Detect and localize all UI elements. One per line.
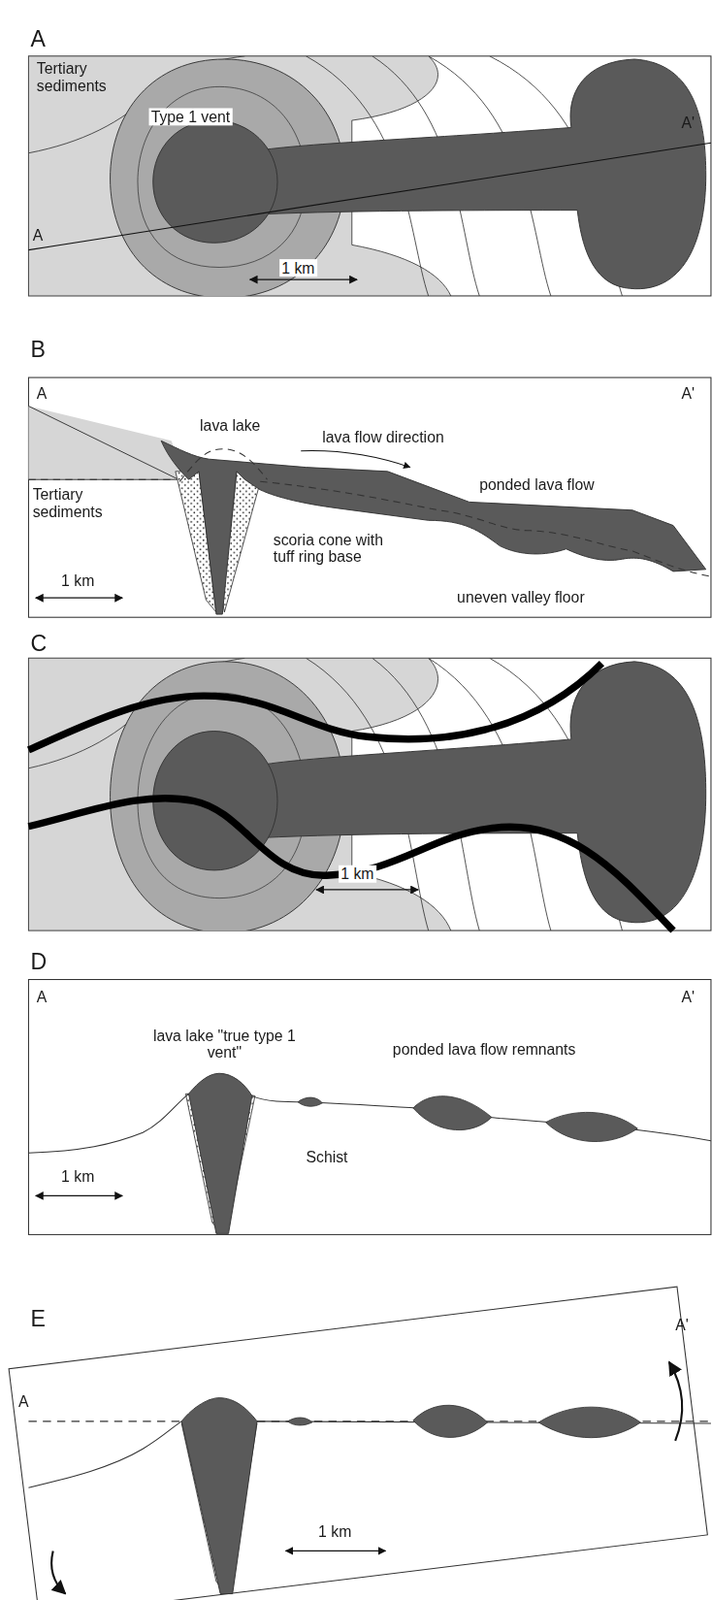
- flow-arrow: [300, 451, 411, 468]
- drawn-shape: [161, 440, 707, 615]
- drawn-shape: [189, 1072, 253, 1233]
- rotation-arrow: [51, 1550, 65, 1593]
- tilted-frame: [8, 1286, 708, 1600]
- scale-bar: [250, 279, 357, 281]
- drawn-shape: [181, 1397, 258, 1594]
- annotation-label: lava lake "true type 1 vent": [153, 1026, 296, 1062]
- annotation-label: uneven valley floor: [456, 588, 585, 607]
- drawn-shape: [255, 661, 707, 923]
- panel-letter: A: [31, 26, 46, 53]
- annotation-label: ponded lava flow: [479, 475, 594, 493]
- annotation-label: scoria cone with tuff ring base: [273, 530, 389, 566]
- annotation-label: Schist: [305, 1147, 348, 1166]
- valley-wall: [28, 663, 602, 750]
- annotation-label: Tertiary sediments: [36, 59, 130, 95]
- panel-letter: E: [31, 1305, 46, 1332]
- annotation-label: A': [680, 987, 695, 1005]
- annotation-label: 1 km: [61, 1166, 95, 1185]
- drawn-shape: [179, 449, 267, 483]
- panel-letter: B: [31, 336, 46, 363]
- annotation-label: 1 km: [338, 865, 376, 883]
- annotation-label: A': [675, 1316, 689, 1334]
- drawn-shape: [153, 120, 278, 243]
- annotation-label: lava lake: [199, 416, 260, 434]
- annotation-label: A: [32, 226, 44, 244]
- annotation-label: Type 1 vent: [149, 107, 233, 126]
- annotation-label: Tertiary sediments: [32, 485, 126, 521]
- drawn-shape: [546, 1111, 639, 1141]
- panel-frame: [28, 377, 712, 617]
- drawn-shape: [413, 1096, 492, 1131]
- annotation-label: 1 km: [318, 1521, 352, 1540]
- panel-letter: D: [31, 948, 48, 975]
- annotation-label: lava flow direction: [322, 428, 444, 447]
- rotation-arrow: [669, 1361, 682, 1441]
- panel-frame: [28, 979, 712, 1235]
- annotation-label: 1 km: [61, 571, 95, 589]
- drawn-shape: [297, 1097, 323, 1106]
- drawn-shape: [28, 479, 712, 577]
- scale-bar: [35, 597, 123, 599]
- drawn-shape: [538, 1406, 641, 1438]
- drawn-shape: [288, 1417, 313, 1425]
- drawn-shape: [28, 1093, 712, 1153]
- annotation-label: 1 km: [279, 258, 317, 277]
- scale-bar: [316, 888, 419, 890]
- annotation-label: A: [36, 384, 48, 402]
- section-line: [28, 142, 712, 250]
- scale-bar: [285, 1550, 386, 1552]
- annotation-label: ponded lava flow remnants: [392, 1040, 577, 1059]
- scale-bar: [35, 1195, 123, 1197]
- drawn-shape: [413, 1404, 488, 1437]
- annotation-label: A: [36, 987, 48, 1005]
- annotation-label: A: [18, 1391, 30, 1410]
- annotation-label: A': [680, 384, 695, 402]
- panel-letter: C: [31, 630, 48, 657]
- annotation-label: A': [680, 114, 695, 132]
- valley-wall: [28, 798, 674, 931]
- drawn-shape: [255, 59, 707, 290]
